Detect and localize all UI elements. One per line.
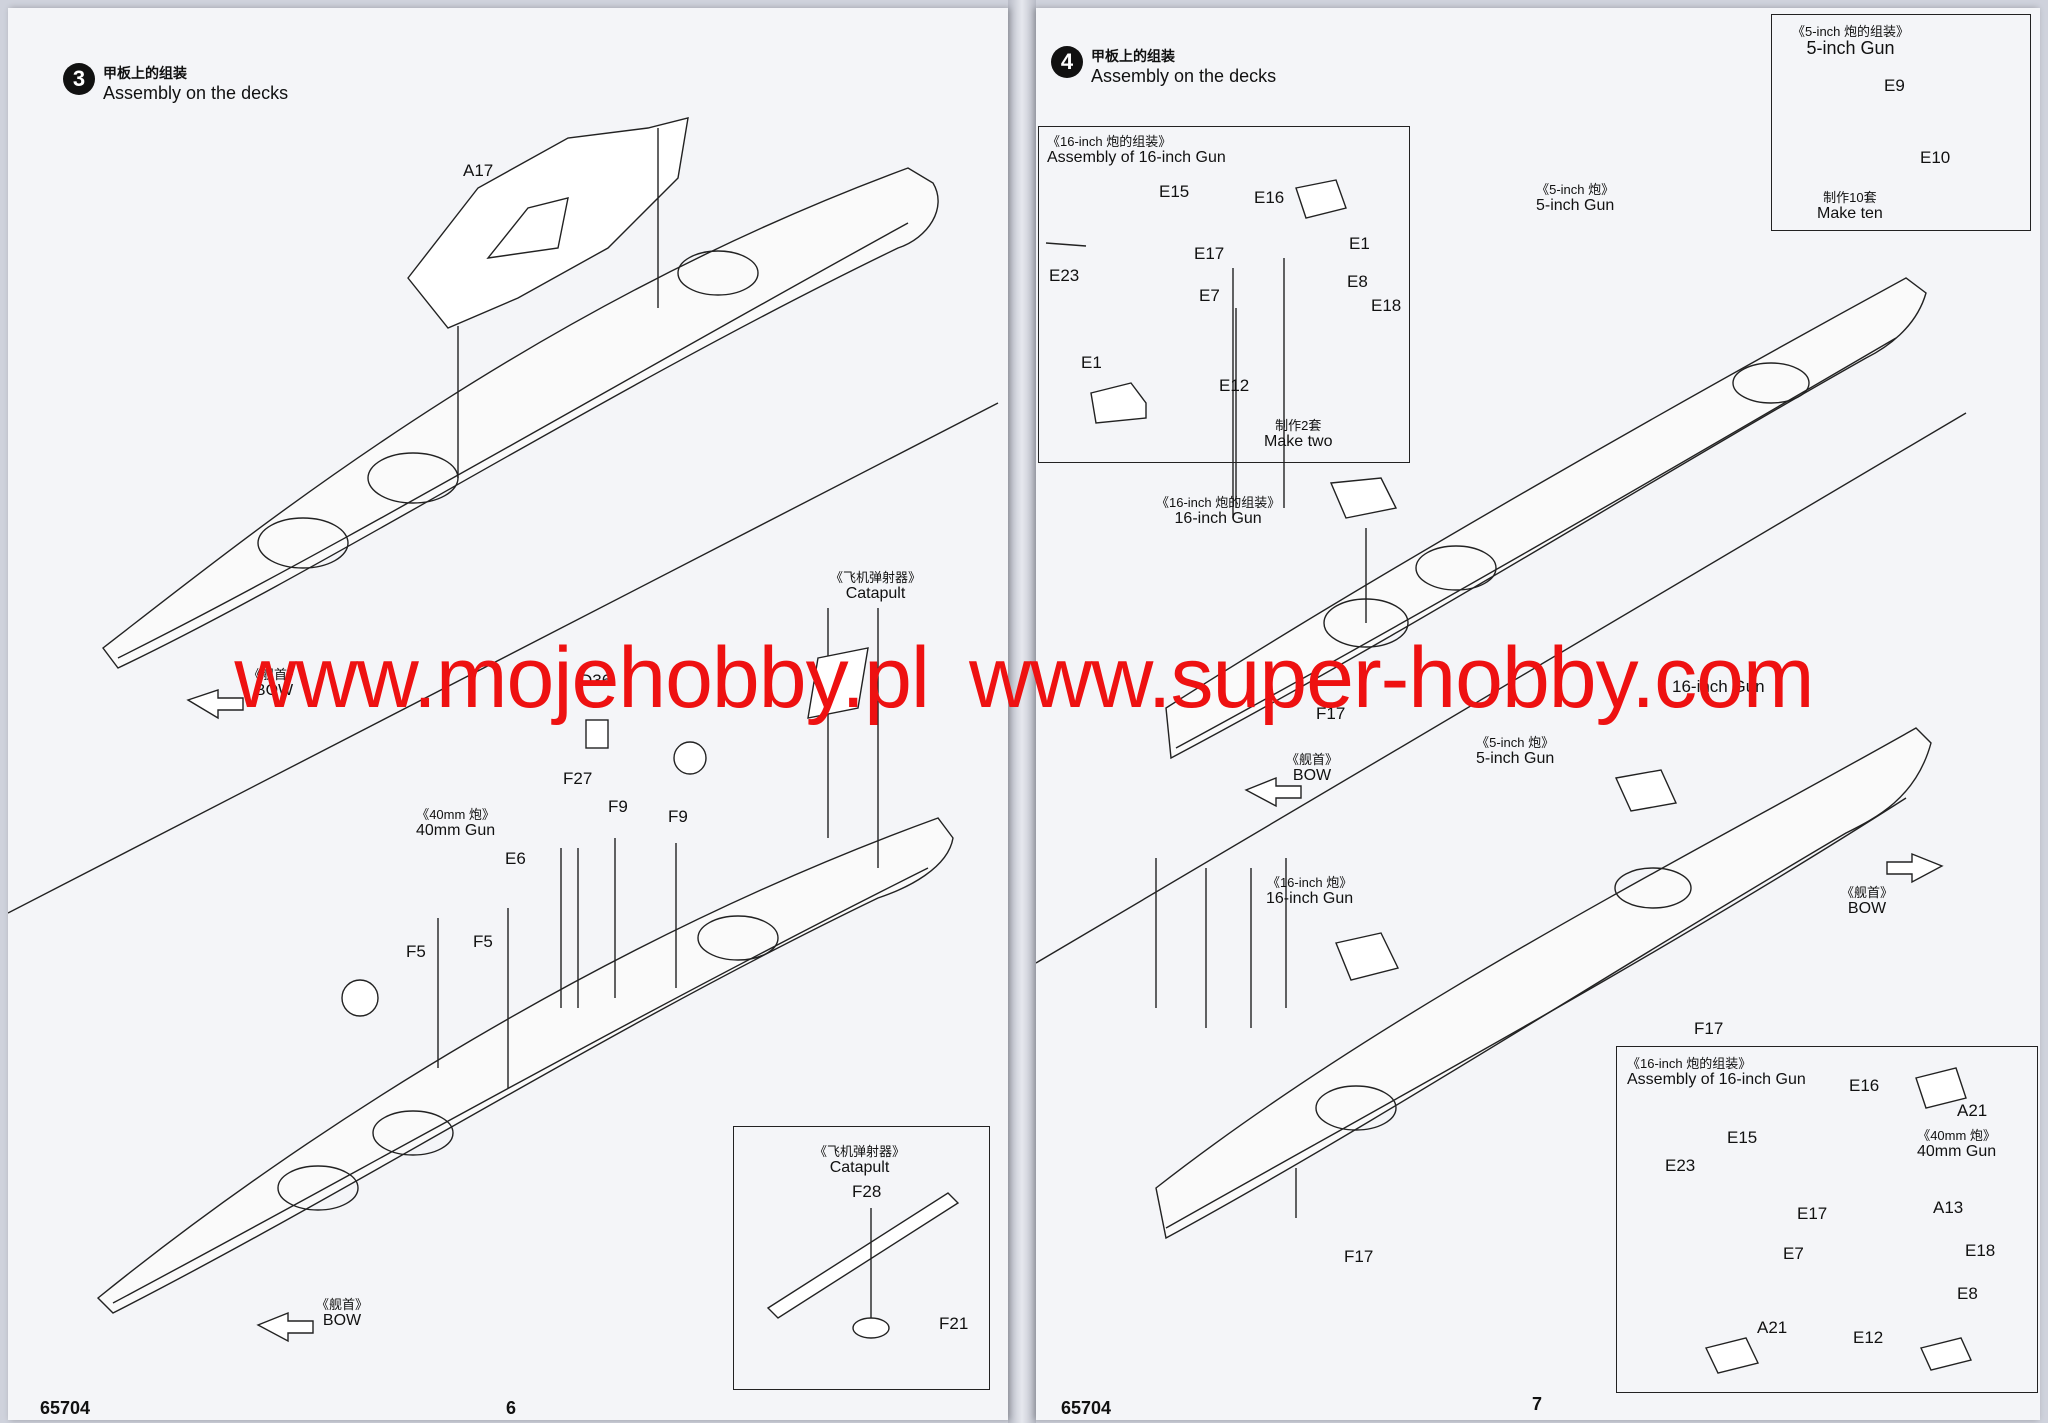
turret-ring-3 [677,250,759,296]
watermark-overlay: www.mojehobby.pl www.super-hobby.com [0,628,2048,728]
turret-ring-1 [257,517,349,569]
part-label-e7: E7 [1783,1244,1804,1263]
part-label-f9-a: F9 [608,797,628,816]
part-label-e15: E15 [1727,1128,1758,1147]
hull-bottom [96,817,954,1314]
page-number: 6 [506,1398,517,1418]
step-title-cn: 甲板上的组装 [1091,48,1175,64]
gun5-box-title-en: 5-inch Gun [1806,38,1895,59]
part-label-e16: E16 [1254,188,1285,207]
gun16-assembly-box-top: 《16-inch 炮的组装》 Assembly of 16-inch Gun E… [1038,126,1410,463]
part-label-e10: E10 [1920,148,1951,167]
catapult-box-title-en: Catapult [829,1159,890,1177]
part-label-f28: F28 [852,1182,882,1201]
part-label-e17: E17 [1194,244,1225,263]
part-label-e17: E17 [1797,1204,1828,1223]
step-header: 4 甲板上的组装 Assembly on the decks [1051,46,1276,87]
part-label-f5-b: F5 [473,932,493,951]
part-label-e8: E8 [1957,1284,1978,1303]
part-label-e6: E6 [505,849,526,868]
part-label-e23: E23 [1049,266,1080,285]
gun16-assembly-box-bottom: 《16-inch 炮的组装》 Assembly of 16-inch Gun E… [1616,1046,2038,1393]
catapult-detail-box: 《飞机弹射器》 Catapult F28 F21 [733,1126,990,1390]
part-label-f21: F21 [939,1314,969,1333]
part-label-e1-b: E1 [1081,353,1102,372]
gun5-assembly-box: 《5-inch 炮的组装》 5-inch Gun E9 E10 制作10套 Ma… [1771,14,2031,231]
make-two-note: 制作2套 Make two [1264,418,1333,451]
gun16-box-title-cn: 《16-inch 炮的组装》 [1047,134,1172,149]
part-label-f17-c: F17 [1344,1247,1374,1266]
part-label-e9: E9 [1884,76,1905,95]
part-label-e23: E23 [1665,1156,1696,1175]
hull-top [1165,277,1927,760]
deck-assembly-drawings-right [1036,179,1972,1374]
part-label-e18: E18 [1371,296,1402,315]
part-label-e1-a: E1 [1349,234,1370,253]
hull-bottom-deckline [112,867,929,1304]
part-label-d36: D36 [580,671,612,690]
step-title-cn: 甲板上的组装 [103,65,187,81]
gun16-label-2: 16-inch Gun [1672,677,1765,696]
gun40-label: 《40mm 炮》 40mm Gun [416,807,496,840]
gun5-label-2: 《5-inch 炮》 5-inch Gun [1476,735,1555,768]
bow-label-2: 《舰首》 BOW [1841,885,1894,918]
footer-code: 65704 [40,1398,91,1418]
part-label-e8: E8 [1347,272,1368,291]
step-header: 3 甲板上的组装 Assembly on the decks [63,63,288,104]
hull-top [102,167,939,669]
part-label-f27: F27 [563,769,593,788]
bow-label-1: 《舰首》 BOW [248,667,301,700]
part-label-e7: E7 [1199,286,1220,305]
step-number: 3 [63,63,95,95]
hull-top-deckline [1175,337,1897,749]
deck-part-a17 [407,117,689,329]
step-title-en: Assembly on the decks [1091,66,1277,86]
page-gutter [1008,0,1036,1423]
part-label-a21-b: A21 [1757,1318,1788,1337]
part-label-f17-a: F17 [1316,704,1346,723]
hull-bottom [1155,727,1932,1240]
part-label-f9-b: F9 [668,807,688,826]
section-divider [1036,412,1967,964]
catapult-box-title-cn: 《飞机弹射器》 [814,1144,906,1159]
part-label-e12: E12 [1219,376,1250,395]
manual-page-6: 3 甲板上的组装 Assembly on the decks A17 《舰首》 … [8,8,1008,1420]
step-number: 4 [1051,46,1083,78]
gun16b-box-title-cn: 《16-inch 炮的组装》 [1627,1056,1752,1071]
gun40-label: 《40mm 炮》 40mm Gun [1917,1128,1997,1161]
part-label-e18: E18 [1965,1241,1996,1260]
gun16b-box-title-en: Assembly of 16-inch Gun [1627,1071,1806,1089]
make-ten-note: 制作10套 Make ten [1817,190,1883,223]
watermark-right: www.super-hobby.com [969,629,1815,726]
part-label-a17: A17 [463,161,494,180]
part-label-f5-a: F5 [406,942,426,961]
deck-assembly-drawings-left [8,117,999,1343]
bow-label-2: 《舰首》 BOW [316,1297,369,1330]
part-label-a21-a: A21 [1957,1101,1988,1120]
gun16-box-title-en: Assembly of 16-inch Gun [1047,149,1226,167]
part-label-e15: E15 [1159,182,1190,201]
gun5-box-title-cn: 《5-inch 炮的组装》 [1792,24,1910,39]
gun16-label-1: 《16-inch 炮的组装》 16-inch Gun [1156,495,1281,528]
catapult-label: 《飞机弹射器》 Catapult [830,570,922,603]
bow-label-1: 《舰首》 BOW [1286,752,1339,785]
manual-page-7: 4 甲板上的组装 Assembly on the decks 《16-inch … [1036,8,2040,1420]
gun5-label-1: 《5-inch 炮》 5-inch Gun [1536,182,1615,215]
section-divider [8,402,999,914]
gun16-label-3: 《16-inch 炮》 16-inch Gun [1266,875,1354,908]
part-label-e16: E16 [1849,1076,1880,1095]
hull-bottom-deckline [1165,797,1907,1229]
part-label-f17-b: F17 [1694,1019,1724,1038]
footer-code: 65704 [1061,1398,1112,1418]
page-number: 7 [1532,1394,1543,1414]
part-label-a13: A13 [1933,1198,1964,1217]
watermark-left: www.mojehobby.pl [234,629,930,726]
part-label-e12: E12 [1853,1328,1884,1347]
hull-top-deckline [117,222,909,659]
step-title-en: Assembly on the decks [103,83,289,103]
